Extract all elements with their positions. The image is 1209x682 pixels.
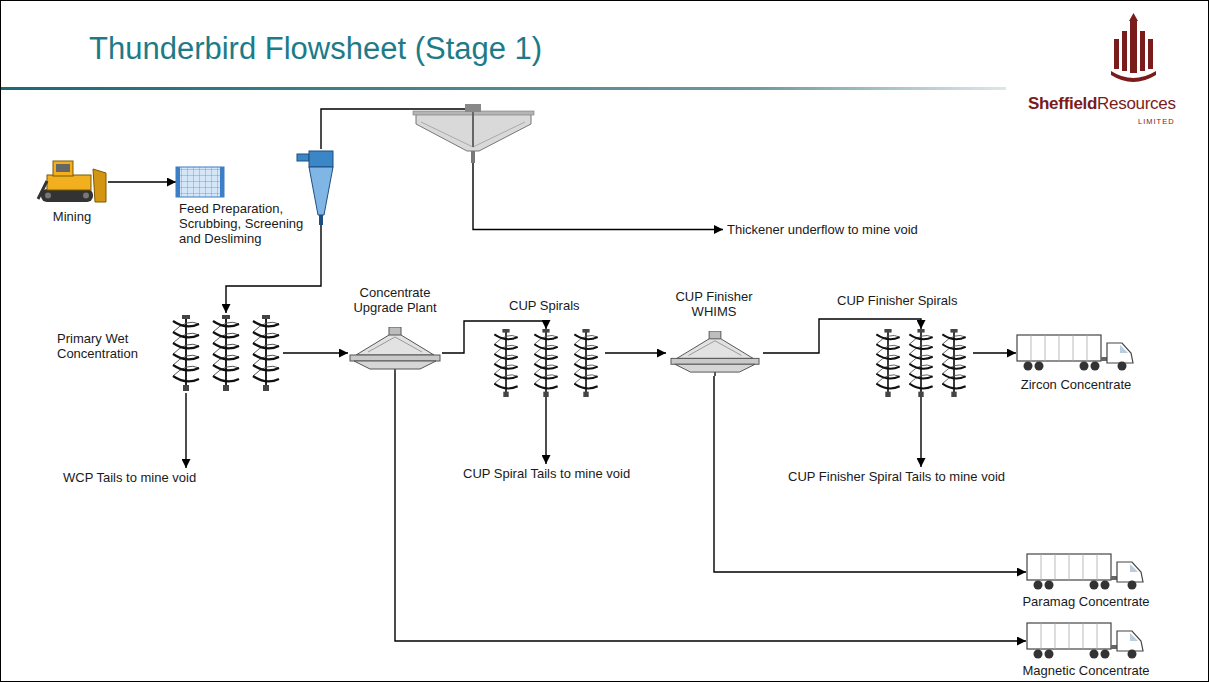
flow-arrow — [545, 397, 546, 464]
slide-title: Thunderbird Flowsheet (Stage 1) — [89, 31, 542, 67]
title-rule — [1, 87, 1006, 90]
truck-icon — [1027, 554, 1143, 590]
flow-arrow — [714, 376, 1026, 572]
flow-arrow — [321, 109, 723, 230]
node-label: CUP Spirals — [509, 298, 580, 313]
product-truck: Magnetic Concentrate — [1026, 621, 1146, 661]
node-label: CUP Finisher Spiral Tails to mine void — [788, 469, 1005, 484]
node-label: Feed Preparation, Scrubbing, Screening a… — [179, 201, 313, 246]
logo-wordmark: Sheffield — [1028, 93, 1097, 115]
logo-subtitle: LIMITED — [1138, 117, 1175, 127]
bulldozer-icon — [38, 161, 106, 202]
node-label: Primary Wet Concentration — [57, 331, 161, 361]
label-holder: LIMITED — [1138, 117, 1175, 127]
node-label: Zircon Concentrate — [1001, 377, 1151, 392]
product-truck: Paramag Concentrate — [1026, 552, 1146, 592]
logo-text: SheffieldResources — [1028, 93, 1176, 115]
node-label: Mining — [36, 209, 108, 224]
truck-icon — [1027, 623, 1143, 659]
whims-icon — [671, 331, 759, 376]
tails-destination: Thickener underflow to mine void — [723, 220, 922, 239]
tails-destination: WCP Tails to mine void — [59, 468, 200, 487]
title-holder: Thunderbird Flowsheet (Stage 1) — [89, 31, 542, 67]
feed-preparation-unit: Feed Preparation, Scrubbing, Screening a… — [176, 149, 335, 225]
hydrocyclone-icon — [297, 151, 333, 225]
upgrade-plant-icon — [350, 327, 440, 373]
mining-equipment: Mining — [36, 161, 108, 203]
logo-mark — [1111, 13, 1156, 82]
node-label: Concentrate Upgrade Plant — [345, 285, 445, 315]
node-label: CUP Finisher WHIMS — [664, 289, 764, 319]
spiral-bank: CUP Spirals — [487, 329, 605, 397]
tails-destination: CUP Finisher Spiral Tails to mine void — [784, 467, 1009, 486]
node-label: Magnetic Concentrate — [1011, 663, 1161, 678]
flow-arrow — [283, 352, 348, 353]
flow-arrow — [108, 181, 176, 182]
thickener-icon — [413, 104, 534, 163]
tails-destination: CUP Spiral Tails to mine void — [459, 464, 634, 483]
spiral-icons — [173, 315, 966, 397]
spiral-bank: Primary Wet Concentration — [169, 313, 283, 393]
product-truck: Zircon Concentrate — [1016, 333, 1136, 373]
whims-separator: CUP Finisher WHIMS — [666, 331, 763, 376]
screen-icon — [176, 167, 224, 197]
node-label: Paramag Concentrate — [1011, 594, 1161, 609]
flow-arrow — [605, 352, 666, 353]
node-label: WCP Tails to mine void — [63, 470, 196, 485]
logo-wordmark: Resources — [1097, 93, 1176, 115]
flow-arrow — [185, 393, 186, 468]
truck-icon — [1017, 335, 1133, 371]
flow-arrow — [442, 321, 546, 353]
concentrate-upgrade-plant: Concentrate Upgrade Plant — [348, 327, 442, 373]
flow-arrow — [920, 397, 921, 467]
spiral-bank: CUP Finisher Spirals — [869, 329, 973, 397]
flow-arrow — [395, 373, 1026, 641]
flow-arrow — [973, 352, 1016, 353]
node-label: CUP Spiral Tails to mine void — [463, 466, 630, 481]
node-label: CUP Finisher Spirals — [837, 293, 957, 308]
node-label: Thickener underflow to mine void — [727, 222, 918, 237]
